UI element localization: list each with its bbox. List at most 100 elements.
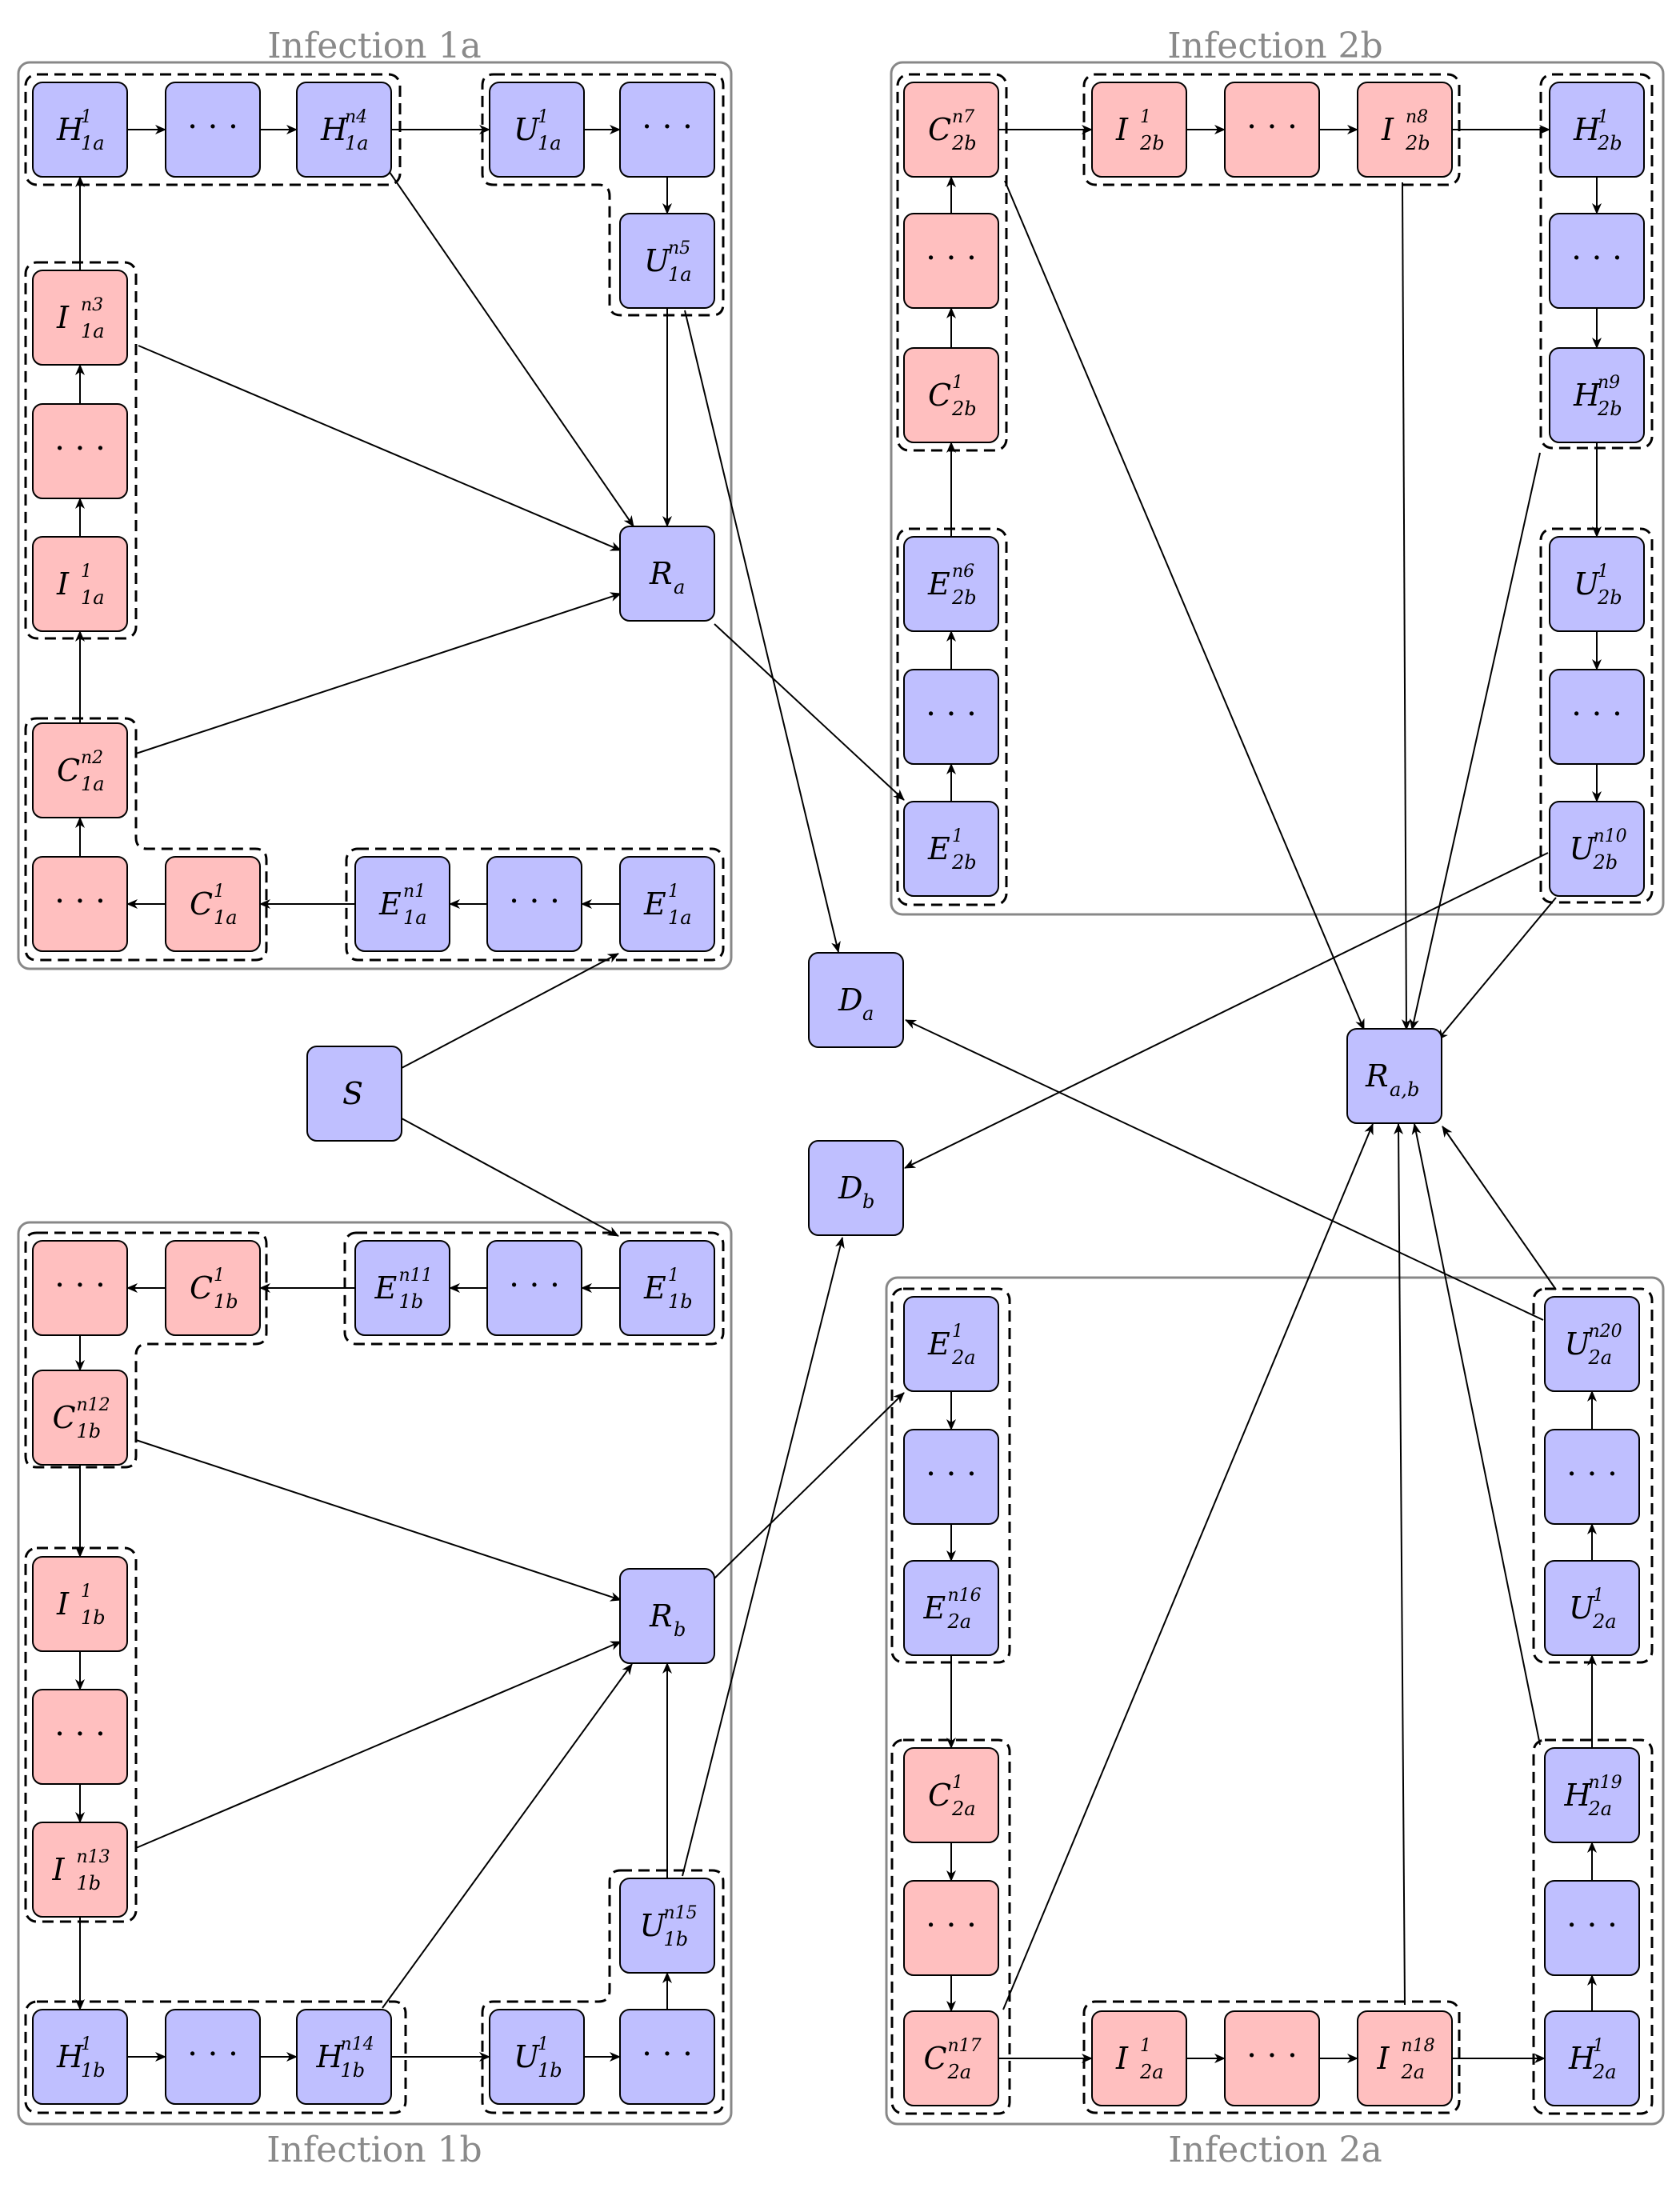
node-box: [32, 82, 128, 178]
node-box: [32, 2009, 128, 2105]
node-symbol: C: [53, 1400, 76, 1435]
group-u1b: [481, 1869, 725, 2114]
node-symbol: U: [640, 1908, 667, 1943]
node-box: [1544, 1429, 1640, 1525]
edge-C1an-to-Ra: [135, 592, 622, 754]
panel-infection-2b: [890, 61, 1665, 916]
node-ellipsis: · · ·: [1246, 109, 1298, 146]
node-subscript: 1a: [81, 320, 105, 342]
group-c1b: [24, 1231, 268, 1469]
node-superscript: n14: [341, 2034, 374, 2054]
node-superscript: 1: [1140, 2036, 1151, 2056]
node-superscript: 1: [1598, 107, 1609, 127]
panel-title-infection-1b: Infection 1b: [266, 2130, 482, 2170]
node-symbol: S: [342, 1076, 363, 1111]
node-subscript: 1b: [341, 2059, 366, 2082]
node-subscript: 1b: [664, 1928, 689, 1950]
node-subscript: b: [674, 1618, 686, 1641]
node-superscript: 1: [81, 1582, 92, 1602]
node-symbol: C: [57, 753, 80, 788]
node-symbol: C: [928, 378, 951, 413]
node-superscript: n4: [345, 107, 367, 127]
panel-infection-2a: [885, 1276, 1665, 2126]
edges-layer: [75, 125, 1602, 2063]
node-box: [903, 2010, 999, 2106]
node-box: [903, 347, 999, 443]
node-box: [903, 801, 999, 897]
node-subscript: 1b: [538, 2059, 562, 2082]
node-box: [903, 1880, 999, 1976]
node-ellipsis: · · ·: [926, 1907, 977, 1944]
edge-U2an-to-Da: [905, 1019, 1544, 1321]
node-superscript: n6: [952, 562, 974, 582]
edge-I1bn-to-Rb: [135, 1641, 622, 1849]
node-box: [306, 1046, 402, 1142]
node-subscript: 2b: [1405, 132, 1430, 154]
node-superscript: n12: [77, 1395, 110, 1415]
node-symbol: C: [190, 886, 213, 922]
node-box: [808, 952, 904, 1048]
group-h2a: [1532, 1738, 1654, 2115]
edge-U1an-to-Da: [684, 310, 841, 953]
node-superscript: 1: [952, 1773, 963, 1793]
node-superscript: n17: [948, 2036, 982, 2056]
node-box: [32, 1822, 128, 1918]
node-superscript: 1: [1593, 2036, 1604, 2056]
edge-C2an-to-Rab: [1002, 1123, 1374, 2010]
node-ellipsis: · · ·: [926, 1456, 977, 1493]
edge-U2bn-to-Db: [904, 852, 1549, 1169]
node-I1a_dots: · · ·: [32, 403, 128, 499]
node-superscript: n10: [1594, 826, 1627, 846]
node-subscript: 1b: [81, 2059, 106, 2082]
node-subscript: 1a: [81, 773, 105, 795]
node-box: [1091, 2010, 1187, 2106]
node-subscript: 2a: [1588, 1346, 1613, 1369]
node-symbol: C: [928, 112, 951, 147]
node-subscript: a: [862, 1002, 874, 1025]
node-ellipsis: · · ·: [1566, 1907, 1618, 1944]
node-ellipsis: · · ·: [1571, 696, 1622, 733]
node-symbol: H: [56, 2039, 84, 2074]
node-box: [1544, 1296, 1640, 1392]
node-superscript: n7: [952, 107, 974, 127]
node-box: [1091, 82, 1187, 178]
node-box: [1544, 2010, 1640, 2106]
node-superscript: n1: [403, 882, 426, 902]
node-box: [32, 1556, 128, 1652]
node-superscript: n20: [1589, 1322, 1622, 1342]
node-symbol: I: [56, 1586, 70, 1622]
node-I1b_dots: · · ·: [32, 1689, 128, 1785]
edge-C1bn-to-Rb: [135, 1439, 622, 1602]
group-c1a: [24, 717, 268, 962]
node-symbol: I: [56, 300, 70, 335]
node-subscript: 2b: [951, 851, 977, 874]
node-ellipsis: · · ·: [54, 1716, 106, 1753]
node-ellipsis: · · ·: [509, 1267, 560, 1304]
node-subscript: 2b: [1139, 132, 1165, 154]
node-box: [354, 1240, 450, 1336]
node-box: [489, 82, 585, 178]
node-superscript: n13: [77, 1847, 110, 1867]
node-superscript: n11: [399, 1266, 433, 1286]
node-ellipsis: · · ·: [1246, 2038, 1298, 2074]
node-superscript: 1: [1598, 562, 1609, 582]
node-symbol: U: [1565, 1326, 1592, 1362]
node-superscript: n16: [948, 1586, 982, 1606]
node-symbol: D: [838, 1170, 862, 1206]
node-subscript: a: [674, 576, 685, 598]
node-U2b_dots: · · ·: [1549, 669, 1645, 765]
node-symbol: E: [378, 886, 402, 922]
